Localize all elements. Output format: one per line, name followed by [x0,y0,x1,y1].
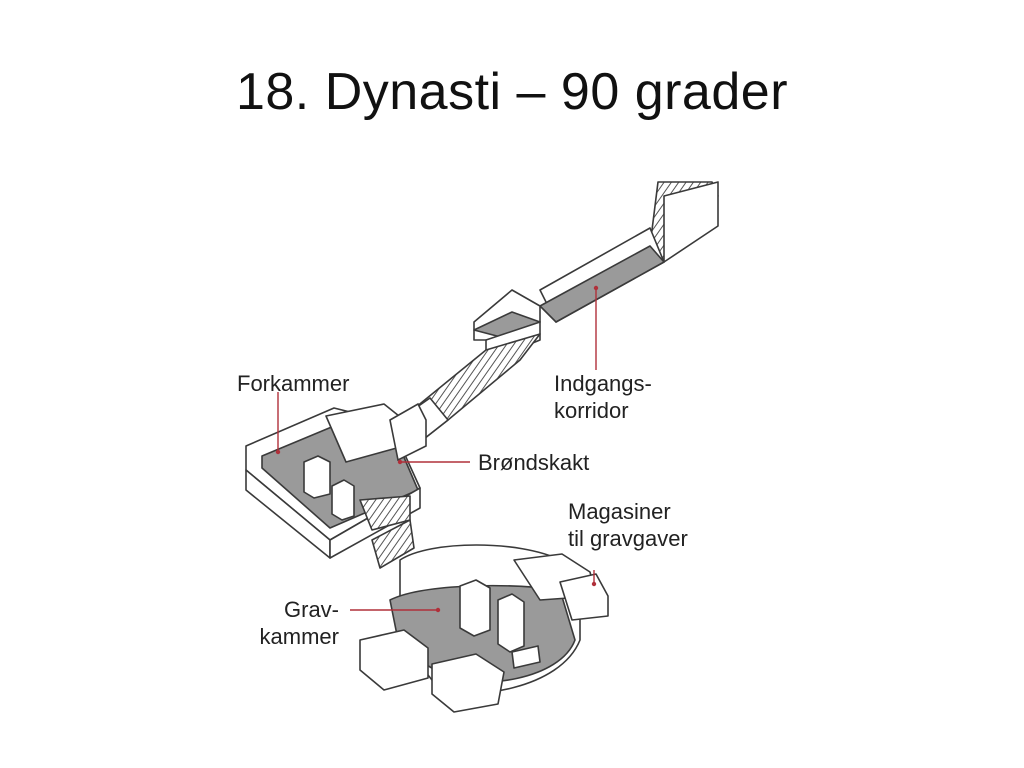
label-grav-line1: Grav- [284,597,339,622]
label-forkammer: Forkammer [237,371,350,396]
brondskakt-shaft [389,402,427,462]
leader-lines [275,285,599,613]
label-magasiner: Magasiner til gravgaver [568,498,688,552]
label-grav-line2: kammer [259,624,339,649]
label-brondskakt: Brøndskakt [478,450,590,475]
gravkammer-room [359,544,609,713]
label-indgangs-line2: korridor [554,398,629,423]
label-indgangskorridor: Indgangs- korridor [554,370,652,424]
label-magasiner-line2: til gravgaver [568,526,688,551]
slide-title: 18. Dynasti – 90 grader [235,63,789,121]
label-indgangs-line1: Indgangs- [554,371,652,396]
label-magasiner-line1: Magasiner [568,499,671,524]
label-gravkammer: Grav- kammer [258,596,339,650]
entrance-corridor [409,181,719,443]
forkammer-room [245,403,421,569]
